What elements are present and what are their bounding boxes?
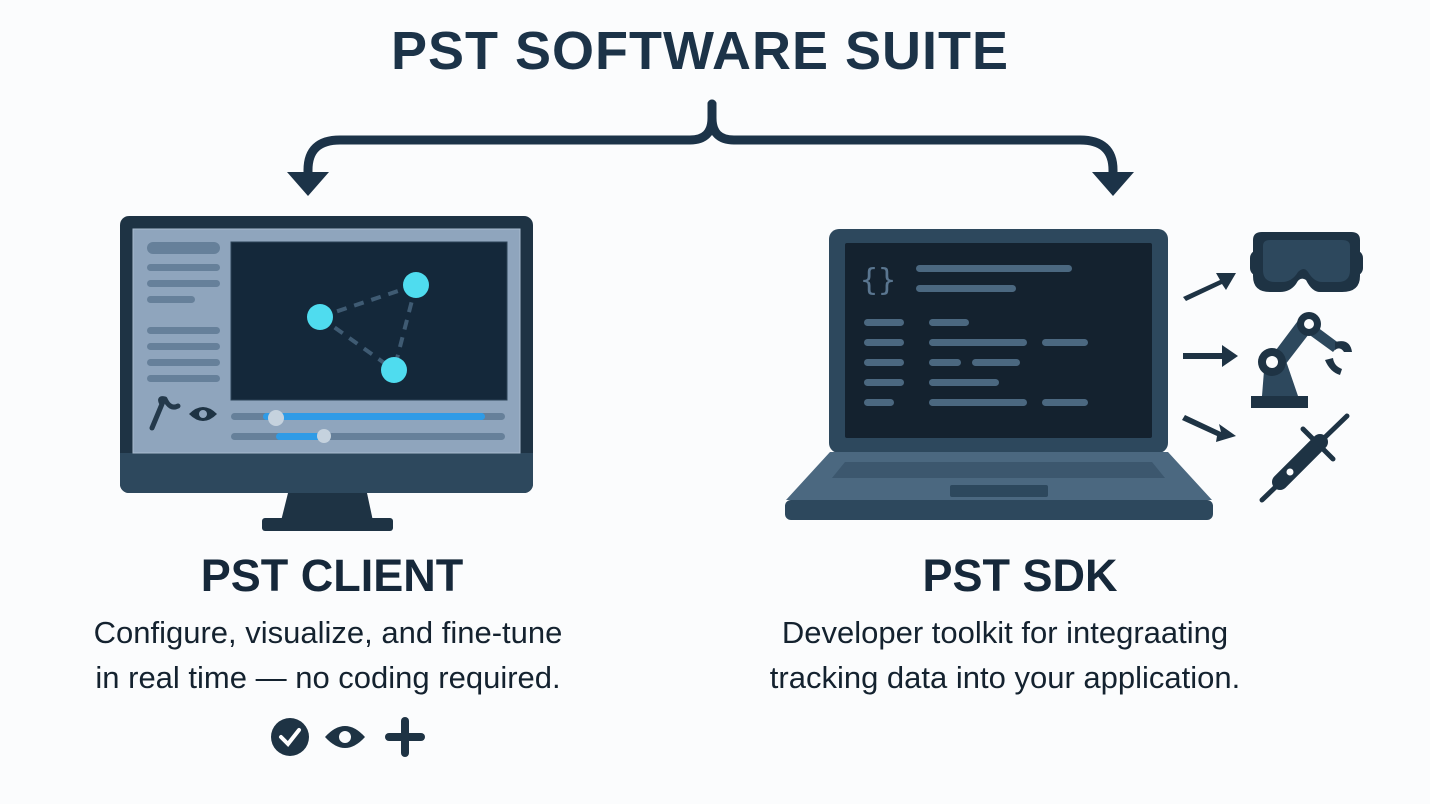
arrow-left-icon bbox=[287, 172, 329, 196]
code-braces-icon: {} bbox=[860, 263, 896, 298]
eye-icon bbox=[325, 726, 365, 748]
page-title: PST SOFTWARE SUITE bbox=[390, 21, 1010, 81]
tracking-markers bbox=[307, 272, 429, 383]
laptop-illustration: {} bbox=[785, 229, 1213, 520]
wrench-icon bbox=[149, 396, 181, 431]
client-description: Configure, visualize, and fine-tune in r… bbox=[28, 610, 628, 700]
client-description-line: Configure, visualize, and fine-tune bbox=[93, 615, 563, 650]
client-heading: PST CLIENT bbox=[200, 550, 464, 601]
robot-arm-icon bbox=[1251, 312, 1352, 408]
check-circle-icon bbox=[271, 718, 309, 756]
vr-headset-icon bbox=[1250, 232, 1363, 292]
output-arrows bbox=[1182, 273, 1238, 442]
eye-icon bbox=[189, 407, 217, 421]
plus-icon bbox=[385, 717, 425, 757]
sdk-description-line: Developer toolkit for integraating bbox=[781, 615, 1229, 650]
sdk-heading: PST SDK bbox=[922, 550, 1118, 601]
monitor-illustration bbox=[120, 216, 533, 531]
brace-connector bbox=[303, 99, 1118, 187]
sdk-description: Developer toolkit for integraating track… bbox=[705, 610, 1305, 700]
client-description-line: in real time — no coding required. bbox=[95, 660, 561, 695]
syringe-icon bbox=[1259, 413, 1350, 503]
sdk-description-line: tracking data into your application. bbox=[769, 660, 1241, 695]
arrow-right-icon bbox=[1092, 172, 1134, 196]
